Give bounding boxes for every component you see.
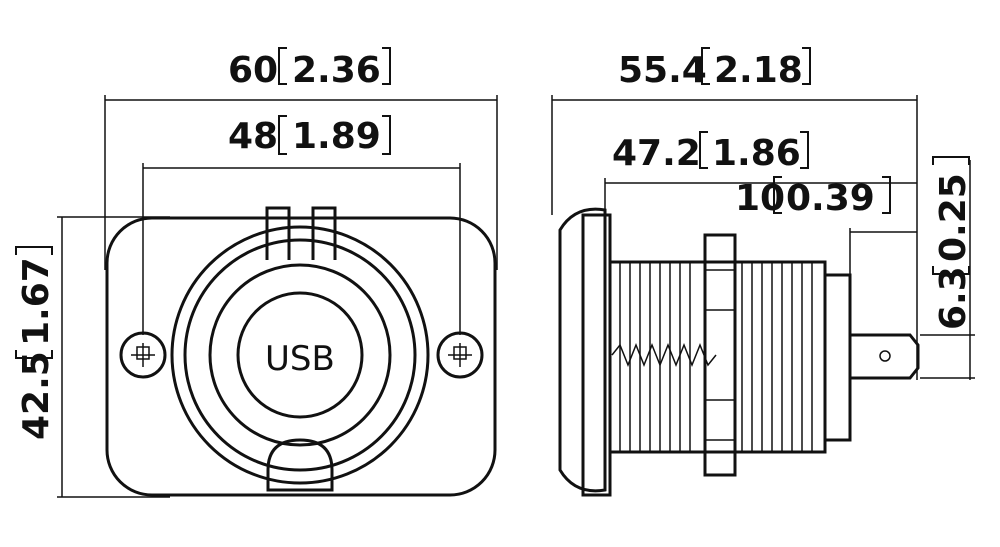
nut bbox=[703, 233, 737, 477]
length-in-label: 2.18 bbox=[714, 50, 803, 91]
width-in-label: 2.36 bbox=[292, 50, 381, 91]
terminal-height-in-label: 0.25 bbox=[933, 173, 974, 262]
length-mm-label: 55.4 bbox=[618, 50, 707, 91]
width-mm-label: 60 bbox=[228, 50, 278, 91]
hole-spacing-mm-label: 48 bbox=[228, 116, 278, 157]
side-view: 55.4 2.18 47.2 1.86 10 0.39 6.3 0.25 bbox=[551, 47, 975, 497]
screw-left-icon bbox=[119, 331, 167, 379]
height-in-label: 1.67 bbox=[16, 257, 57, 346]
terminal bbox=[848, 333, 920, 380]
hole-spacing-in-label: 1.89 bbox=[292, 116, 381, 157]
usb-label: USB bbox=[265, 339, 335, 379]
terminal-length-in-label: 0.39 bbox=[786, 178, 875, 219]
body-length-in-label: 1.86 bbox=[712, 133, 801, 174]
front-view: 60 2.36 48 1.89 42.5 1.67 bbox=[15, 47, 498, 498]
height-mm-label: 42.5 bbox=[16, 351, 57, 440]
body-length-mm-label: 47.2 bbox=[612, 133, 701, 174]
terminal-height-mm-label: 6.3 bbox=[933, 266, 974, 330]
mounting-plate bbox=[105, 216, 497, 497]
screw-right-icon bbox=[436, 331, 484, 379]
